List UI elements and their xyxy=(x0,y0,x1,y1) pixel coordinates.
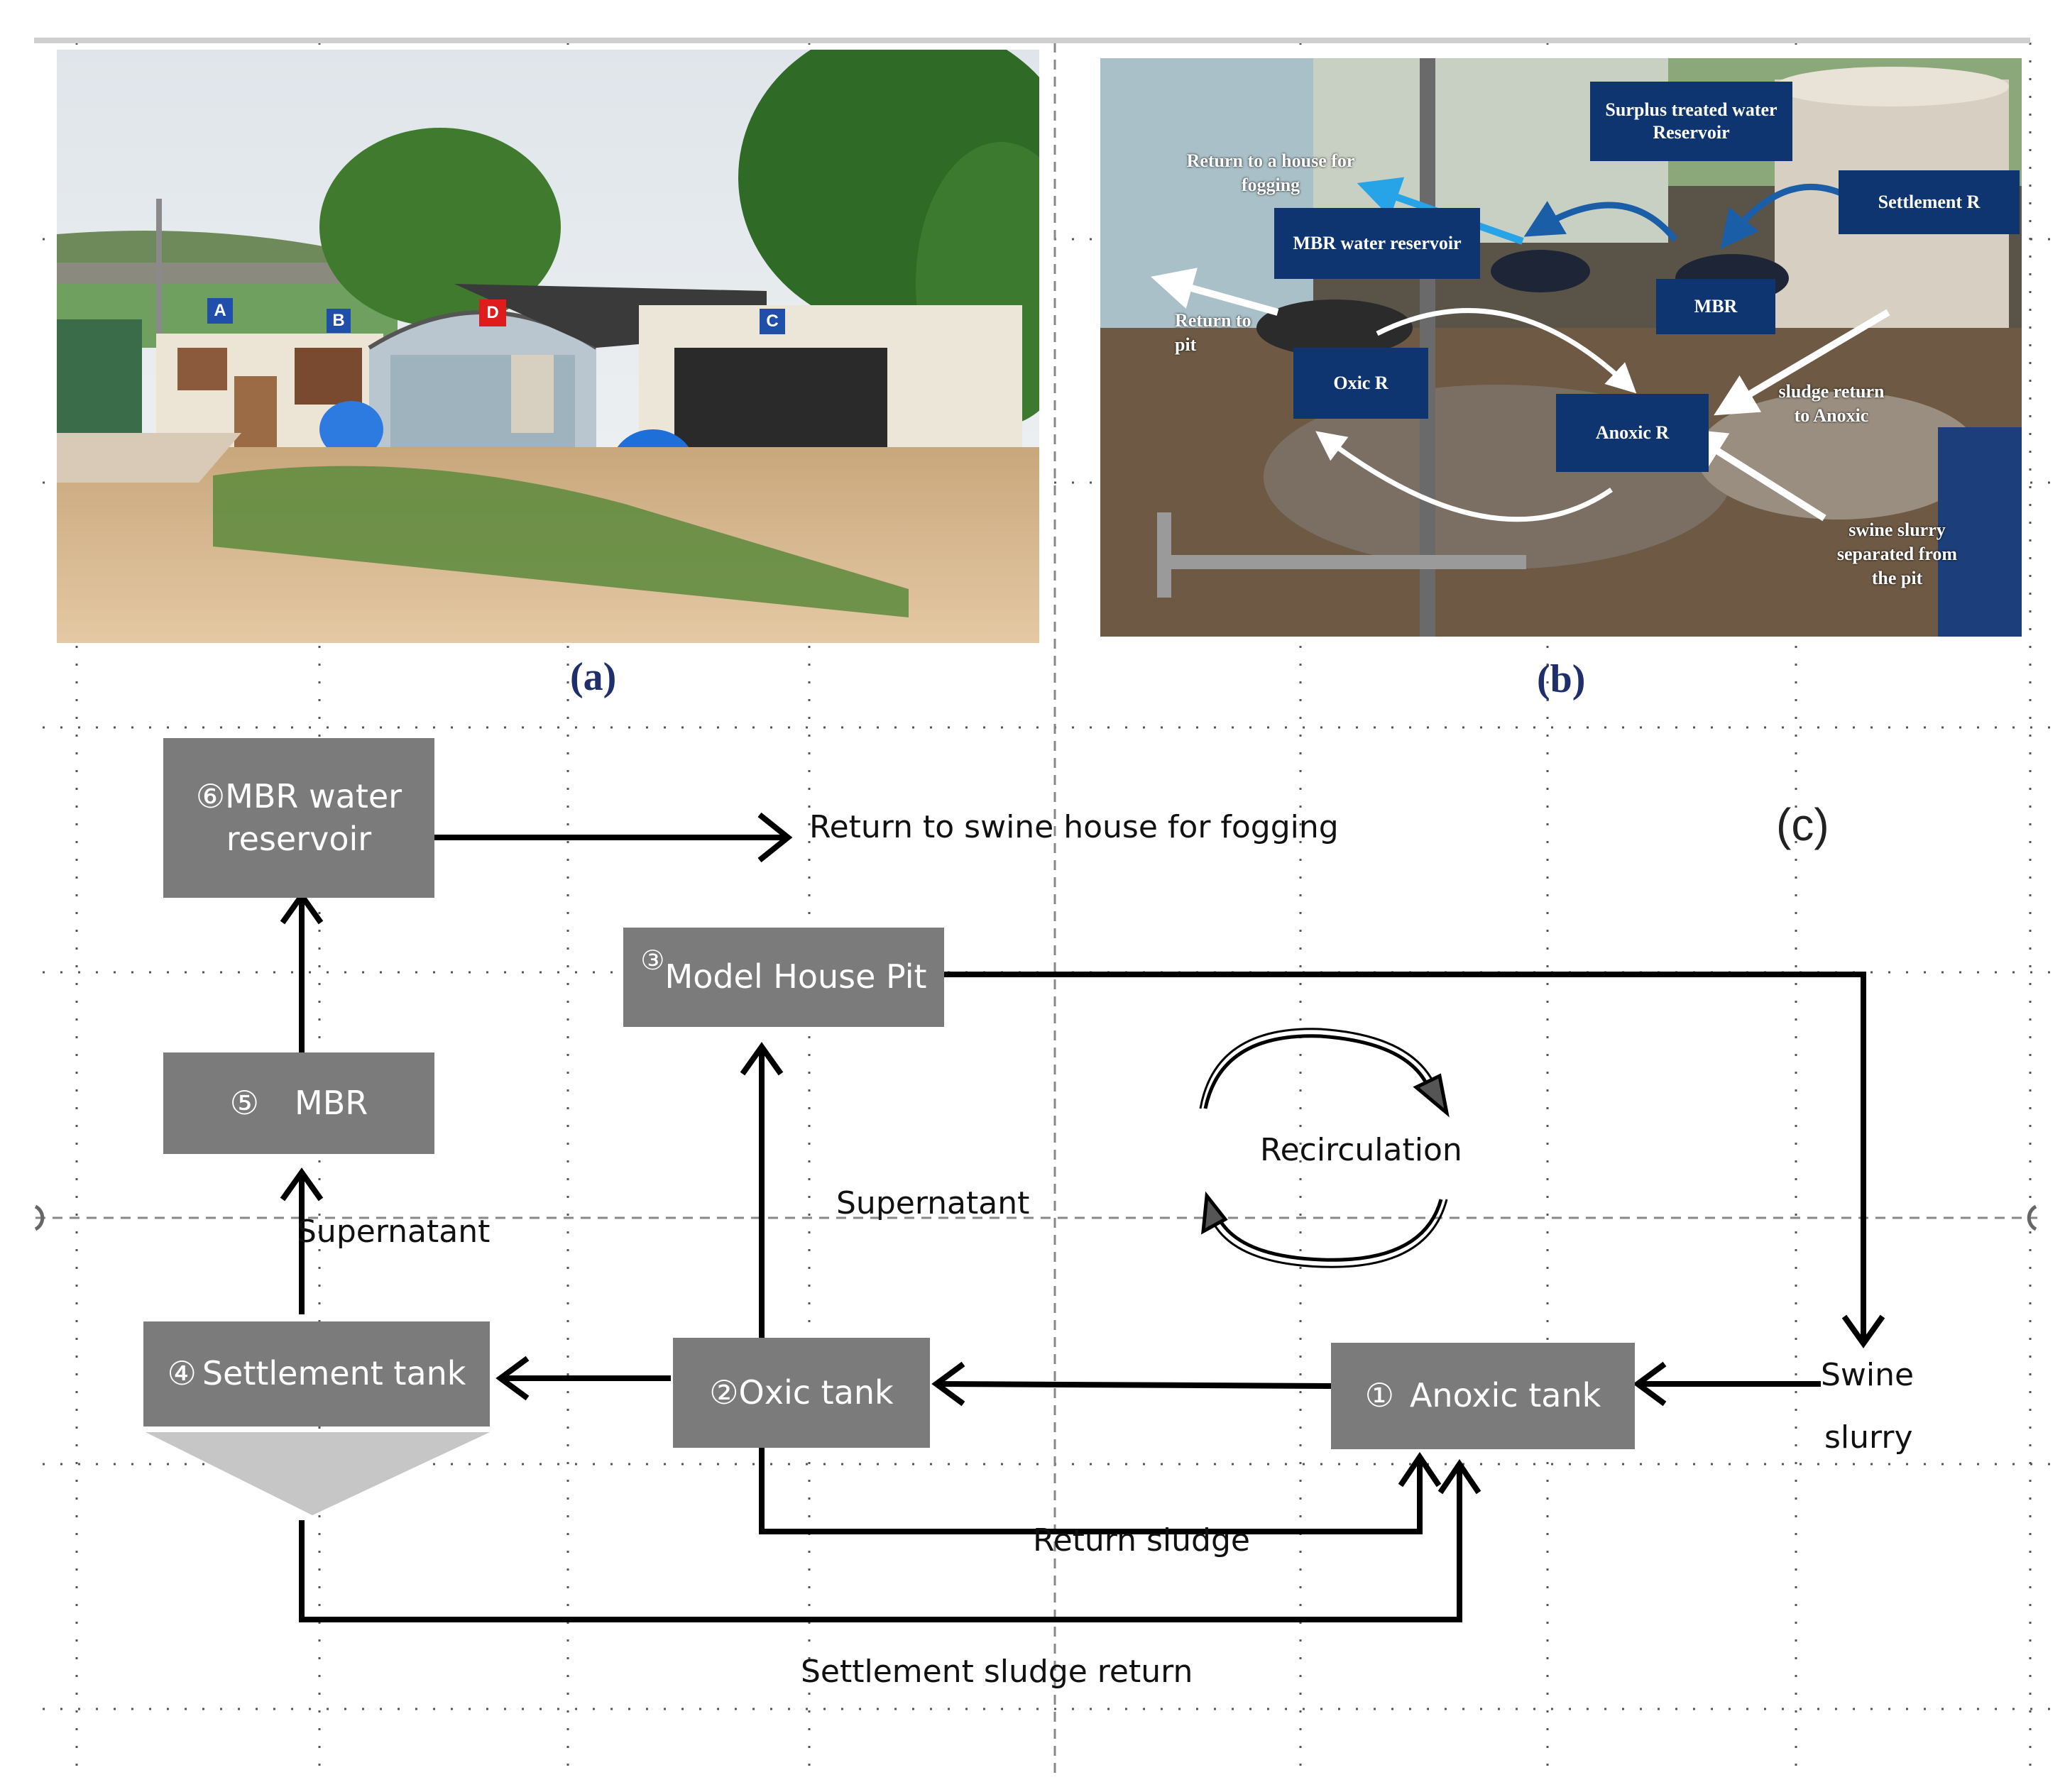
step-number-4: ④ xyxy=(167,1354,197,1393)
label-return-sludge: Return sludge xyxy=(1033,1522,1250,1559)
label-swine: Swine xyxy=(1821,1357,1915,1393)
label-anoxic-r: Anoxic R xyxy=(1556,394,1709,472)
pit-title: Model House Pit xyxy=(664,957,927,996)
mbr-title: MBR xyxy=(295,1083,368,1122)
label-slurry: slurry xyxy=(1824,1419,1913,1456)
step-number-6: ⑥ xyxy=(195,776,226,815)
reservoir-title-1: MBR water xyxy=(225,776,402,815)
step-number-2: ② xyxy=(709,1373,739,1412)
anoxic-title: Anoxic tank xyxy=(1409,1376,1601,1415)
label-surplus-reservoir: Surplus treated water Reservoir xyxy=(1590,82,1792,161)
annotation-swine-slurry: swine slurry separated from the pit xyxy=(1836,520,1958,588)
marker-d: D xyxy=(479,299,506,326)
label-recirculation: Recirculation xyxy=(1260,1132,1462,1168)
annotation-sludge-return: sludge return to Anoxic xyxy=(1778,381,1885,426)
step-number-5: ⑤ xyxy=(229,1083,260,1122)
caption-c: (c) xyxy=(1776,799,1829,850)
annotation-return-fogging: Return to a house for fogging xyxy=(1186,150,1355,195)
arrow-return-sludge xyxy=(759,1434,1423,1534)
label-oxic-r: Oxic R xyxy=(1293,348,1428,419)
settlement-hopper xyxy=(146,1432,490,1515)
photo-panel-a: A B D C xyxy=(57,50,1039,643)
step-number-1: ① xyxy=(1364,1376,1394,1415)
caption-a: (a) xyxy=(570,655,617,699)
marker-a: A xyxy=(207,298,233,324)
oxic-title: Oxic tank xyxy=(738,1373,894,1412)
caption-b: (b) xyxy=(1537,657,1586,701)
box-reservoir-line1: ⑥MBR water xyxy=(196,776,402,818)
label-mbr-water-reservoir: MBR water reservoir xyxy=(1274,208,1480,279)
farm-site-photo xyxy=(57,50,1039,643)
step-number-3: ③ xyxy=(640,945,665,976)
marker-c: C xyxy=(760,309,785,334)
label-mbr: MBR xyxy=(1656,279,1775,334)
box-mbr-water-reservoir: ⑥MBR water reservoir xyxy=(163,738,434,898)
arrow-anoxic-to-oxic xyxy=(938,1381,1332,1389)
annotation-return-pit: Return to pit xyxy=(1175,310,1251,355)
marker-b: B xyxy=(327,309,351,333)
box-mbr: ⑤ MBR xyxy=(163,1052,434,1154)
settlement-title: Settlement tank xyxy=(202,1354,466,1393)
label-settlement-r: Settlement R xyxy=(1839,170,2020,234)
label-supernatant-center: Supernatant xyxy=(836,1185,1030,1221)
box-anoxic-tank: ① Anoxic tank xyxy=(1331,1343,1635,1449)
arrow-settlement-sludge-return xyxy=(299,1468,1462,1622)
reservoir-title-2: reservoir xyxy=(226,819,372,858)
label-supernatant-left: Supernatant xyxy=(297,1214,491,1250)
label-return-fogging: Return to swine house for fogging xyxy=(809,809,1339,845)
label-settlement-sludge-return: Settlement sludge return xyxy=(801,1654,1193,1690)
